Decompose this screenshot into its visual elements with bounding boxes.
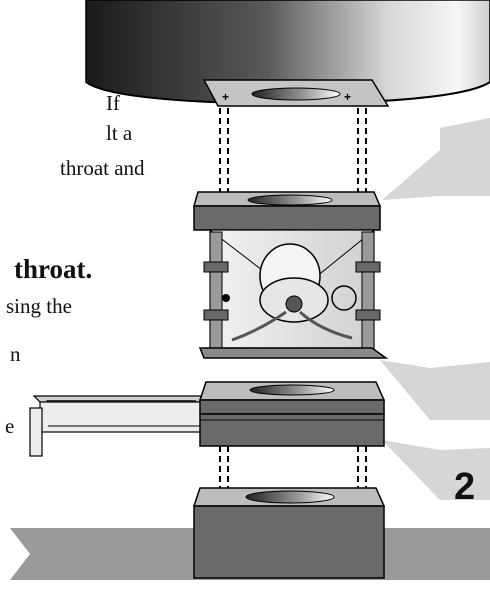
text-fragment-7: n [10,342,21,366]
alignment-guide-lines [219,108,367,490]
callout-label-2: 2 [454,466,476,508]
callout-panel-1 [382,118,490,200]
text-fragment-3: If [106,91,120,115]
callout-panel-2 [380,360,490,420]
text-fragment-4: lt a [106,121,133,145]
callout-panel-3 [382,440,490,500]
svg-text:+: + [344,90,351,104]
text-fragment-8: e [5,414,15,438]
upper-mounting-plate [193,191,382,231]
lower-gasket-plate [198,347,389,359]
burner-base-plate [198,381,386,447]
text-fragment-6: sing the [6,294,72,318]
text-fragment-heading: throat. [14,254,93,284]
top-gasket: + + [202,79,390,107]
text-fragment-5: throat and [60,156,145,180]
bottom-housing [192,487,386,579]
svg-text:+: + [222,90,229,104]
slide-tray [29,395,205,457]
blower-motor [231,243,357,342]
